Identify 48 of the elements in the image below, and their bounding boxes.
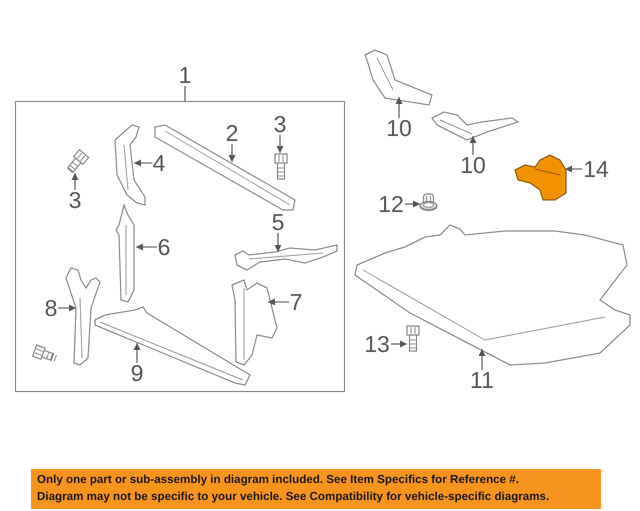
callout-number: 6 <box>153 235 175 259</box>
leader-line <box>72 173 78 190</box>
callout-number: 10 <box>384 116 414 140</box>
leader-line <box>405 200 420 208</box>
leader-line <box>565 166 582 172</box>
leader-line <box>274 233 282 252</box>
assembly-frame <box>15 101 345 392</box>
leader-line <box>396 97 402 118</box>
beam-drawing <box>95 305 250 385</box>
callout-number: 13 <box>362 332 392 356</box>
bracket-drawing <box>365 50 432 105</box>
leader-line <box>470 136 476 155</box>
callout-number: 14 <box>581 157 611 181</box>
leader-line <box>268 298 289 306</box>
callout-number: 11 <box>467 368 497 392</box>
leader-line <box>478 349 486 370</box>
leader-line <box>184 86 186 101</box>
leader-line <box>391 340 407 348</box>
callout-number: 3 <box>60 188 90 212</box>
bracket-drawing <box>232 280 277 365</box>
callout-number: 1 <box>170 63 200 87</box>
bracket-drawing <box>66 268 100 365</box>
callout-number: 10 <box>458 153 488 177</box>
callout-number: 8 <box>40 296 62 320</box>
bolt-drawing <box>66 150 88 174</box>
clip-drawing <box>419 193 438 212</box>
callout-number: 4 <box>148 151 170 175</box>
bracket-drawing <box>432 110 518 140</box>
part-drawing <box>515 155 566 200</box>
leader-line <box>228 144 236 162</box>
callout-number: 2 <box>217 121 247 145</box>
leader-line <box>276 135 284 153</box>
leader-line <box>58 304 76 312</box>
leader-line <box>134 343 140 363</box>
bracket-drawing <box>116 205 136 302</box>
bolt-drawing <box>404 325 422 353</box>
panel-drawing <box>355 225 630 367</box>
leader-line <box>134 160 152 166</box>
bracket-drawing <box>235 245 337 270</box>
callout-number: 12 <box>376 192 406 216</box>
bracket-drawing <box>112 125 145 205</box>
callout-number: 3 <box>265 112 295 136</box>
callout-number: 7 <box>285 290 307 314</box>
leader-line <box>136 244 157 250</box>
notice-text: Only one part or sub-assembly in diagram included. See Item Specifics for Reference #. <box>37 473 519 486</box>
notice-text: Diagram may not be specific to your vehicle. See Compatibility for vehicle-specific diagrams. <box>37 490 550 503</box>
callout-number: 9 <box>122 361 152 385</box>
callout-number: 5 <box>263 210 293 234</box>
